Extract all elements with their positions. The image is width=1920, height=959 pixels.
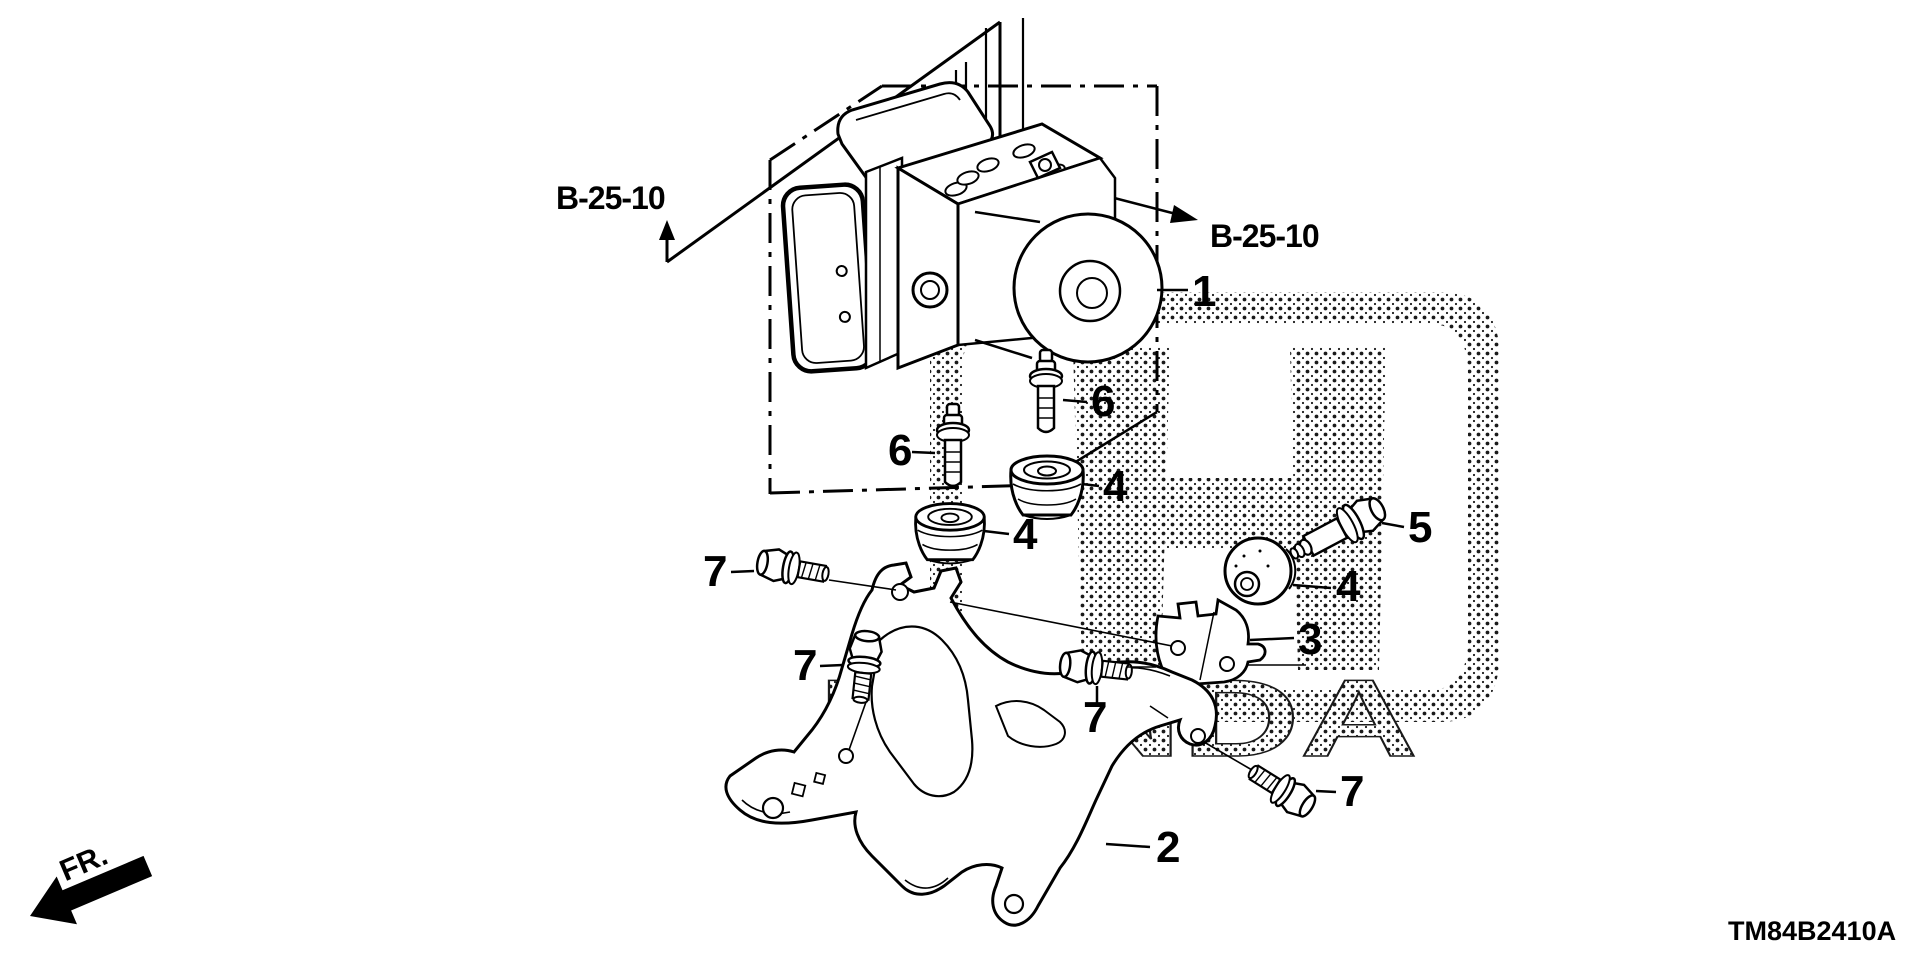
flange-bolt-7b (846, 629, 883, 704)
fr-direction-arrow: FR. (30, 839, 153, 925)
callout-6-right: 6 (1091, 377, 1115, 426)
mount-bracket (724, 561, 1218, 927)
abs-modulator-unit (780, 81, 1164, 374)
callout-3: 3 (1298, 615, 1322, 664)
mount-stud-right (1028, 348, 1064, 434)
callout-6-left: 6 (888, 426, 912, 475)
flange-bolt-7d (1247, 764, 1317, 818)
mount-rubber-upper (1009, 454, 1085, 520)
flange-bolt-7a (755, 548, 830, 586)
callout-2: 2 (1156, 823, 1180, 872)
callout-5: 5 (1408, 503, 1432, 552)
callout-7-a: 7 (703, 547, 727, 596)
mount-rubber-left (914, 502, 986, 565)
ref-label-right: B-25-10 (1210, 218, 1319, 254)
callout-4-left: 4 (1013, 510, 1038, 559)
callout-7-b: 7 (793, 641, 817, 690)
mount-stud-left (935, 402, 971, 488)
ref-label-left: B-25-10 (556, 180, 665, 216)
ref-arrow-left: B-25-10 (556, 180, 675, 262)
callout-7-c: 7 (1083, 693, 1107, 742)
callout-7-d: 7 (1340, 767, 1364, 816)
flange-bolt-7c (1058, 649, 1133, 686)
leader-lines (730, 288, 1405, 849)
mount-rubber-right (1223, 536, 1297, 606)
diagram-code: TM84B2410A (1728, 916, 1896, 946)
mounting-panel (666, 20, 1002, 264)
callout-4-right: 4 (1336, 562, 1361, 611)
callout-4-upper: 4 (1103, 462, 1128, 511)
callout-1: 1 (1192, 267, 1216, 316)
mount-bolt-5 (1289, 497, 1387, 560)
assembly-boundary-box (768, 84, 1159, 495)
